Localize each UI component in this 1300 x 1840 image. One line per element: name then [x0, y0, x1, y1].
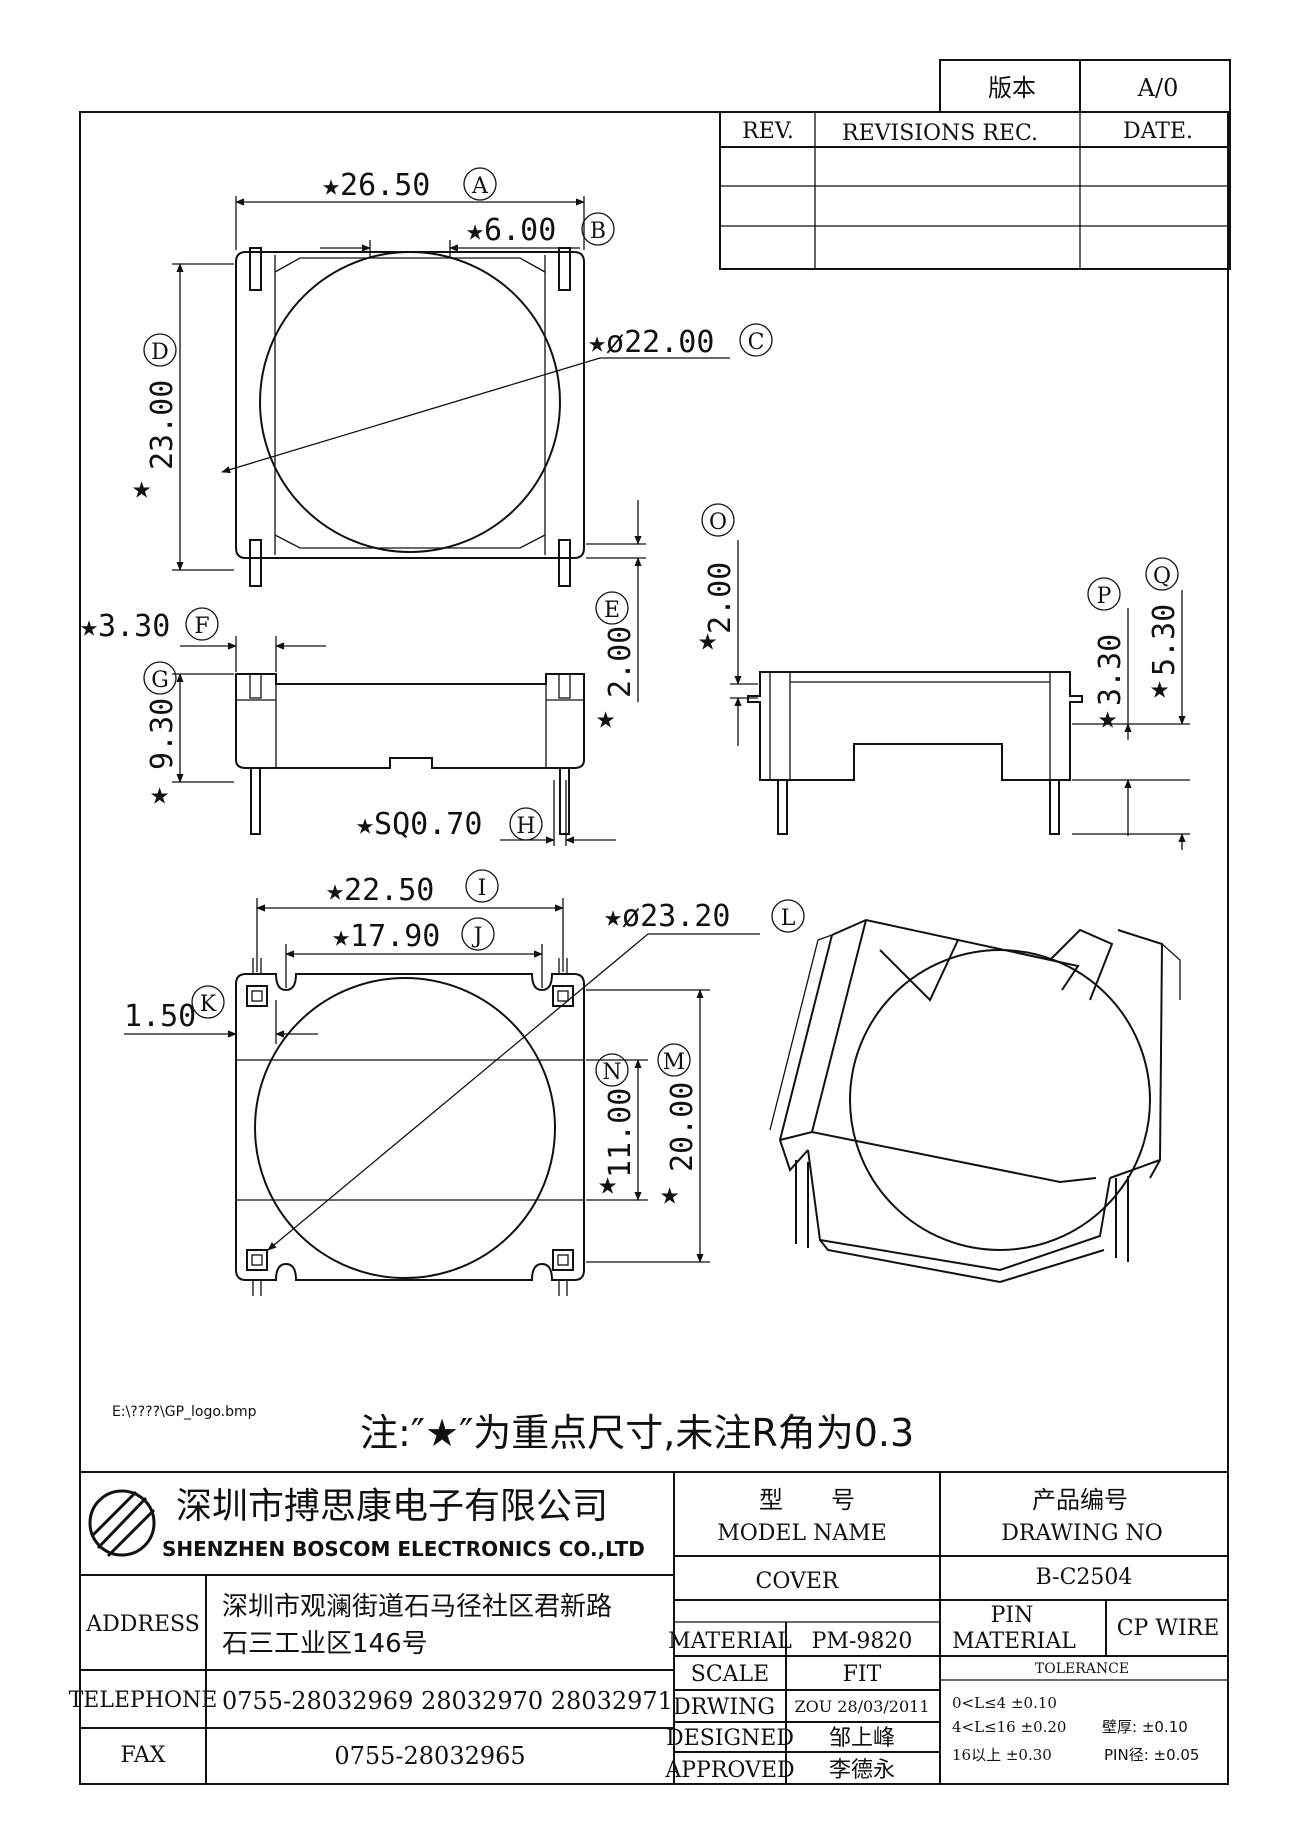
- model-label-en: MODEL NAME: [717, 1521, 887, 1546]
- address-label: ADDRESS: [85, 1612, 200, 1637]
- dim-m-value: 20.00: [665, 1082, 700, 1172]
- tolerance-row-3: 16以上 ±0.30: [952, 1746, 1052, 1764]
- front-view: ★3.30 F 9.30 G ★ ★SQ0.70 H: [80, 607, 616, 846]
- dim-n-value: 11.00: [603, 1088, 638, 1178]
- dim-p-value: 3.30: [1093, 634, 1128, 706]
- logo-path: E:\????\GP_logo.bmp: [112, 1404, 257, 1420]
- dim-f-id: F: [194, 614, 209, 639]
- isometric-view: [769, 918, 1181, 1284]
- pin-material-label-1: PIN: [991, 1603, 1034, 1628]
- dim-c-id: C: [748, 330, 765, 355]
- tolerance-title: TOLERANCE: [1035, 1661, 1129, 1677]
- drawing-no-label-en: DRAWING NO: [1001, 1521, 1163, 1546]
- dim-d-star: ★: [132, 468, 151, 506]
- company-name-cn: 深圳市搏思康电子有限公司: [176, 1486, 608, 1527]
- dim-n-star: ★: [598, 1164, 617, 1202]
- dim-q-star: ★: [1150, 668, 1169, 706]
- bottom-view: ★22.50 I ★17.90 J 1.50 K ★ø23.20 L 11.00…: [124, 869, 805, 1296]
- drwing-label: DRWING: [673, 1695, 775, 1720]
- drawing-no-value: B-C2504: [1036, 1565, 1133, 1590]
- drwing-value: ZOU 28/03/2011: [794, 1697, 929, 1716]
- rev-header: REV.: [742, 119, 794, 144]
- tolerance-row-2: 4<L≤16 ±0.20: [952, 1718, 1066, 1736]
- dim-g-value: 9.30: [145, 698, 180, 770]
- version-label: 版本: [988, 74, 1036, 102]
- title-block: 深圳市搏思康电子有限公司 SHENZHEN BOSCOM ELECTRONICS…: [69, 1471, 1228, 1784]
- dim-h-id: H: [516, 814, 535, 839]
- model-label-cn: 型 号: [759, 1486, 855, 1514]
- dim-g-star: ★: [150, 774, 169, 812]
- scale-value: FIT: [843, 1662, 882, 1687]
- dim-n-id: N: [602, 1060, 621, 1085]
- drawing-border: [79, 111, 1229, 1785]
- dim-d-value: 23.00: [145, 380, 180, 470]
- version-value: A/0: [1137, 74, 1179, 102]
- dim-a-value: ★26.50: [322, 168, 430, 203]
- dim-q-value: 5.30: [1147, 604, 1182, 676]
- dim-f-value: ★3.30: [80, 609, 170, 644]
- tolerance-row-1: 0<L≤4 ±0.10: [952, 1694, 1057, 1712]
- dim-a-id: A: [471, 174, 489, 199]
- telephone-value: 0755-28032969 28032970 28032971: [222, 1687, 673, 1715]
- drawing-note: 注:″★″为重点尺寸,未注R角为0.3: [360, 1411, 914, 1455]
- tolerance-wall: 壁厚: ±0.10: [1102, 1718, 1188, 1736]
- dim-p-star: ★: [1098, 698, 1117, 736]
- dim-i-id: I: [478, 876, 487, 901]
- dim-k-value: 1.50: [124, 999, 196, 1034]
- dim-p-id: P: [1097, 584, 1112, 609]
- dim-c-value: ★ø22.00: [588, 325, 714, 360]
- date-header: DATE.: [1123, 119, 1193, 144]
- address-line1: 深圳市观澜街道石马径社区君新路: [222, 1592, 612, 1622]
- dim-l-value: ★ø23.20: [604, 899, 730, 934]
- dim-o-value: 2.00: [703, 562, 738, 634]
- dim-d-id: D: [151, 340, 169, 365]
- company-logo: [88, 1489, 156, 1558]
- fax-label: FAX: [121, 1743, 166, 1768]
- telephone-label: TELEPHONE: [69, 1688, 218, 1713]
- tolerance-pin: PIN径: ±0.05: [1104, 1746, 1199, 1764]
- revisions-rec-header: REVISIONS REC.: [842, 121, 1038, 146]
- dim-i-value: ★22.50: [326, 873, 434, 908]
- revisions-table: REV. REVISIONS REC. DATE.: [719, 111, 1231, 270]
- dim-k-id: K: [200, 992, 217, 1017]
- dim-j-value: ★17.90: [332, 919, 440, 954]
- dim-g-id: G: [151, 668, 169, 693]
- company-name-en: SHENZHEN BOSCOM ELECTRONICS CO.,LTD: [162, 1537, 645, 1561]
- dim-l-id: L: [781, 906, 796, 931]
- dim-m-id: M: [663, 1050, 686, 1075]
- material-label: MATERIAL: [668, 1629, 792, 1654]
- dim-h-value: ★SQ0.70: [356, 807, 482, 842]
- approved-value: 李德永: [829, 1758, 895, 1783]
- dim-q-id: Q: [1153, 564, 1171, 589]
- designed-label: DESIGNED: [666, 1726, 794, 1751]
- side-view: 2.00 O ★ 3.30 P ★ 5.30 Q ★: [698, 503, 1190, 850]
- drawing-no-label-cn: 产品编号: [1032, 1486, 1128, 1514]
- dim-b-id: B: [590, 219, 606, 244]
- pin-material-value: CP WIRE: [1117, 1616, 1220, 1641]
- dim-o-star: ★: [698, 620, 717, 658]
- version-box: 版本 A/0: [939, 59, 1231, 113]
- dim-b-value: ★6.00: [466, 213, 556, 248]
- dim-e-value: 2.00: [603, 626, 638, 698]
- dim-e-id: E: [604, 598, 620, 623]
- dim-e-star: ★: [596, 698, 615, 736]
- address-line2: 石三工业区146号: [222, 1629, 428, 1659]
- dim-o-id: O: [709, 510, 727, 535]
- dim-j-id: J: [472, 924, 483, 949]
- model-value: COVER: [756, 1569, 840, 1594]
- pin-material-label-2: MATERIAL: [952, 1629, 1076, 1654]
- scale-label: SCALE: [691, 1662, 769, 1687]
- approved-label: APPROVED: [664, 1758, 794, 1783]
- top-view: ★26.50 A ★6.00 B ★ø22.00 C 23.00 D ★ 2.0…: [132, 167, 773, 736]
- fax-value: 0755-28032965: [334, 1742, 525, 1770]
- dim-m-star: ★: [660, 1174, 679, 1212]
- material-value: PM-9820: [812, 1629, 913, 1654]
- designed-value: 邹上峰: [829, 1726, 895, 1751]
